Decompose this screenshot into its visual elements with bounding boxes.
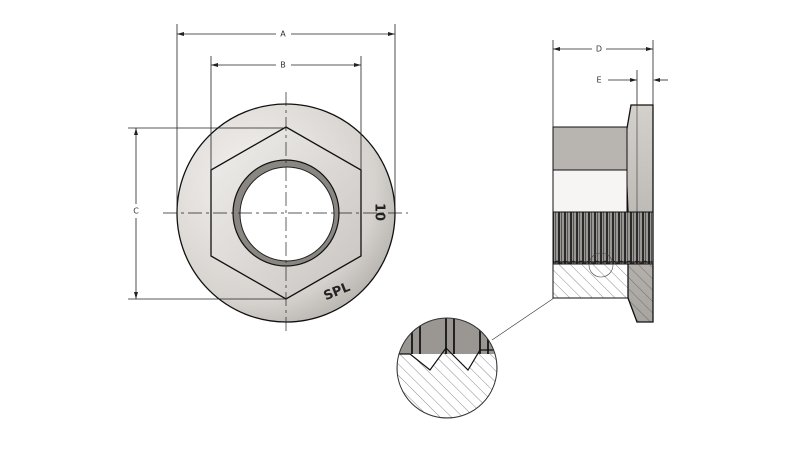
dimension-c: C bbox=[128, 127, 286, 300]
dimension-b-label: B bbox=[280, 61, 286, 70]
hex-face-upper bbox=[552, 126, 628, 171]
thread-section bbox=[552, 211, 654, 265]
dimension-d: D bbox=[552, 40, 654, 127]
section-hatch bbox=[552, 261, 654, 323]
dimension-a: A bbox=[176, 24, 396, 213]
dimension-e-label: E bbox=[596, 76, 601, 85]
dimension-d-label: D bbox=[596, 45, 602, 54]
thread-detail-view bbox=[396, 297, 555, 419]
hex-face-lower bbox=[552, 169, 628, 213]
dimension-e: E bbox=[596, 70, 668, 105]
dimension-a-label: A bbox=[280, 30, 286, 39]
grade-marking: 10 bbox=[372, 203, 387, 221]
front-view: 10 SPL A B bbox=[128, 24, 408, 332]
dimension-c-label: C bbox=[133, 207, 139, 216]
dimension-b: B bbox=[210, 56, 362, 170]
detail-circle bbox=[396, 317, 498, 419]
side-view: D E bbox=[552, 40, 668, 323]
bore-hole bbox=[239, 166, 335, 262]
center-lines bbox=[163, 92, 408, 332]
